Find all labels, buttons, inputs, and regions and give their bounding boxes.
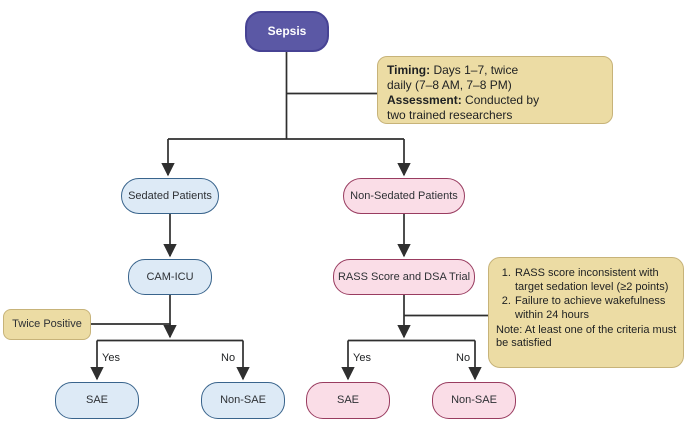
edge-label-no-right: No bbox=[456, 352, 471, 364]
node-non-sae-sedated: Non-SAE bbox=[201, 382, 285, 419]
node-cam-icu: CAM-ICU bbox=[128, 259, 212, 295]
criteria-note-text: Note: At least one of the criteria must … bbox=[496, 323, 677, 350]
node-sae-non-sedated: SAE bbox=[306, 382, 390, 419]
twice-positive-label: Twice Positive bbox=[12, 318, 82, 331]
edge-label-yes-left: Yes bbox=[102, 352, 120, 364]
node-sepsis: Sepsis bbox=[245, 11, 329, 52]
edge-label-no-left: No bbox=[221, 352, 236, 364]
criteria-item-2: Failure to achieve wakefulness within 24… bbox=[514, 295, 677, 322]
node-non-sedated-patients-label: Non-Sedated Patients bbox=[350, 189, 458, 202]
node-sae-non-sedated-label: SAE bbox=[336, 394, 359, 407]
criteria-note: RASS score inconsistent with target seda… bbox=[488, 257, 684, 368]
node-sedated-patients-label: Sedated Patients bbox=[128, 189, 212, 202]
timing-text: Days 1–7, twice daily (7–8 AM, 7–8 PM) bbox=[387, 63, 519, 92]
node-sedated-patients: Sedated Patients bbox=[121, 178, 219, 214]
assessment-label: Assessment: bbox=[387, 92, 462, 107]
node-rass-dsa-label: RASS Score and DSA Trial bbox=[337, 270, 471, 283]
node-sae-sedated-label: SAE bbox=[85, 394, 108, 407]
criteria-list: RASS score inconsistent with target seda… bbox=[496, 265, 677, 323]
node-sae-sedated: SAE bbox=[55, 382, 139, 419]
node-sepsis-label: Sepsis bbox=[267, 23, 307, 38]
criteria-item-1: RASS score inconsistent with target seda… bbox=[514, 267, 677, 294]
node-rass-dsa: RASS Score and DSA Trial bbox=[333, 259, 475, 295]
edge-label-yes-right: Yes bbox=[353, 352, 371, 364]
node-non-sae-non-sedated: Non-SAE bbox=[432, 382, 516, 419]
node-cam-icu-label: CAM-ICU bbox=[146, 270, 194, 283]
node-non-sae-sedated-label: Non-SAE bbox=[220, 394, 266, 407]
node-non-sae-non-sedated-label: Non-SAE bbox=[451, 394, 497, 407]
timing-label: Timing: bbox=[387, 63, 431, 77]
timing-note: Timing: Days 1–7, twice daily (7–8 AM, 7… bbox=[377, 56, 613, 124]
assessment-text: Conducted by two trained researchers bbox=[387, 92, 540, 122]
timing-note-text: Timing: Days 1–7, twice daily (7–8 AM, 7… bbox=[387, 63, 541, 123]
twice-positive-note: Twice Positive bbox=[3, 309, 91, 340]
node-non-sedated-patients: Non-Sedated Patients bbox=[343, 178, 465, 214]
